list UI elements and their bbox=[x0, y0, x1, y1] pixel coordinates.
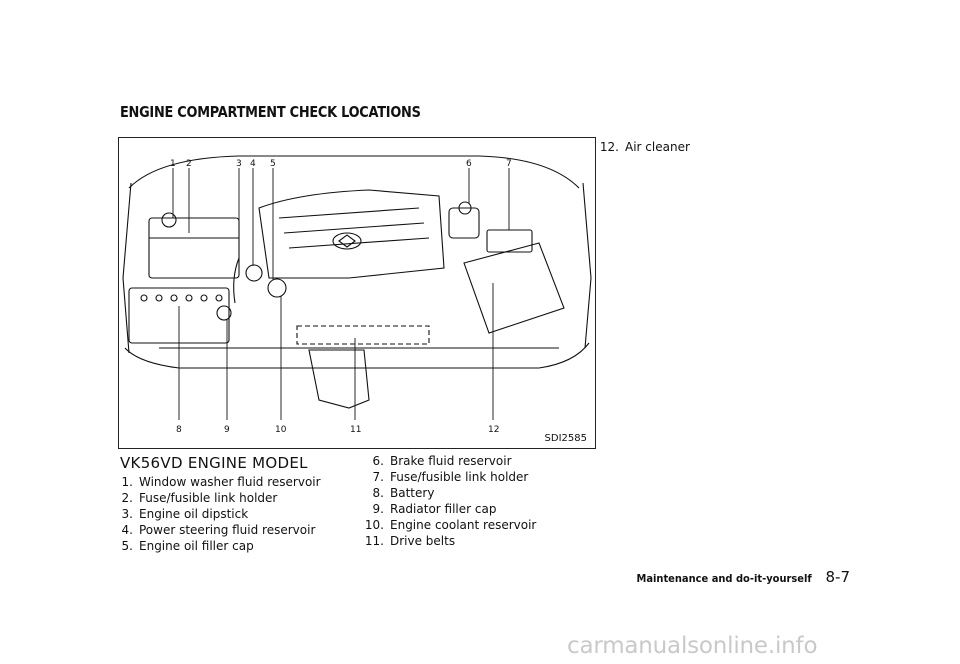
callout-1: 1 bbox=[170, 159, 176, 169]
list-item: 5.Engine oil filler cap bbox=[121, 539, 254, 553]
list-item: 3.Engine oil dipstick bbox=[121, 507, 249, 521]
battery-terminals bbox=[140, 294, 223, 302]
list-item: 9.Radiator filler cap bbox=[372, 502, 497, 516]
check-items-list-left: 1.Window washer fluid reservoir 2.Fuse/f… bbox=[111, 474, 321, 554]
callout-4: 4 bbox=[250, 159, 256, 169]
list-item: 6.Brake fluid reservoir bbox=[372, 454, 512, 468]
list-item: 7.Fuse/fusible link holder bbox=[372, 470, 529, 484]
callout-5: 5 bbox=[270, 159, 276, 169]
callout-7: 7 bbox=[506, 159, 512, 169]
callout-11: 11 bbox=[350, 425, 361, 435]
engine-compartment-figure: 1 2 3 4 5 6 7 8 9 10 11 12 SDI2585 bbox=[118, 137, 596, 449]
watermark: carmanualsonline.info bbox=[567, 633, 818, 659]
list-item: 8.Battery bbox=[372, 486, 435, 500]
page-footer: Maintenance and do-it-yourself 8-7 bbox=[617, 568, 850, 586]
callout-6: 6 bbox=[466, 159, 472, 169]
list-item: 1.Window washer fluid reservoir bbox=[121, 475, 321, 489]
callout-2: 2 bbox=[186, 159, 192, 169]
check-items-list-top: 12.Air cleaner bbox=[597, 139, 690, 155]
model-title: VK56VD ENGINE MODEL bbox=[120, 454, 308, 472]
list-item: 4.Power steering fluid reservoir bbox=[121, 523, 316, 537]
list-item: 10.Engine coolant reservoir bbox=[364, 518, 537, 532]
callout-8: 8 bbox=[176, 425, 182, 435]
list-item: 12.Air cleaner bbox=[599, 140, 690, 154]
list-item: 11.Drive belts bbox=[364, 534, 456, 548]
callout-3: 3 bbox=[236, 159, 242, 169]
callout-9: 9 bbox=[224, 425, 230, 435]
footer-section-title: Maintenance and do-it-yourself bbox=[636, 572, 812, 585]
section-title: ENGINE COMPARTMENT CHECK LOCATIONS bbox=[120, 103, 421, 121]
check-items-list-right: 6.Brake fluid reservoir 7.Fuse/fusible l… bbox=[362, 453, 536, 549]
figure-id: SDI2585 bbox=[544, 433, 587, 444]
callout-12: 12 bbox=[488, 425, 499, 435]
callout-10: 10 bbox=[275, 425, 287, 435]
list-item: 2.Fuse/fusible link holder bbox=[121, 491, 278, 505]
callout-layer: 1 2 3 4 5 6 7 8 9 10 11 12 bbox=[170, 159, 512, 435]
page-number: 8-7 bbox=[825, 568, 851, 586]
